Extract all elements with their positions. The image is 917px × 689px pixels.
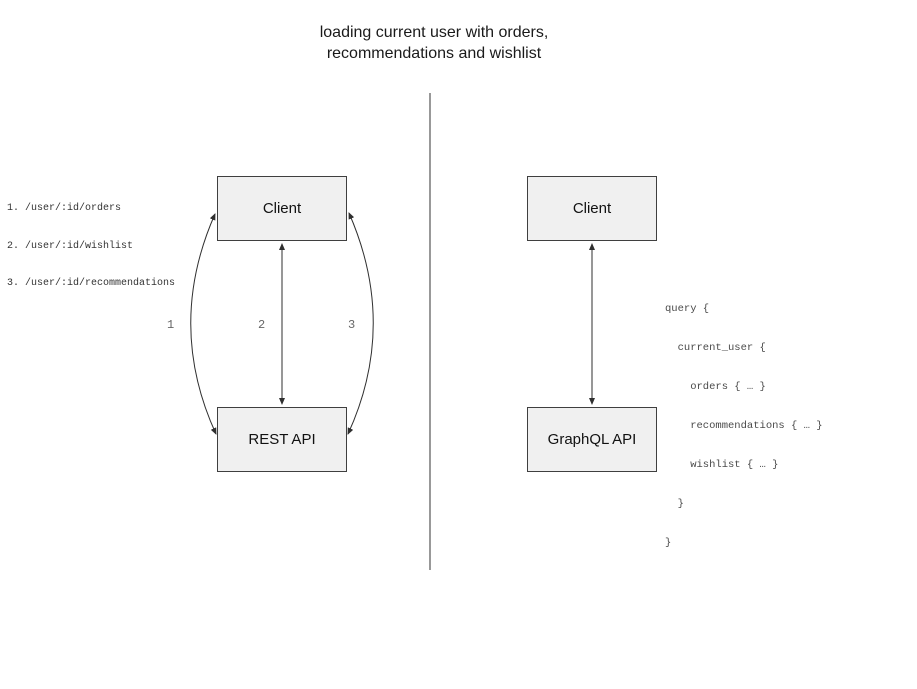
graphql-query-block: query { current_user { orders { … } reco… [665, 277, 823, 576]
rest-endpoint-recommendations: 3. /user/:id/recommendations [7, 278, 176, 289]
graphql-query-line: } [665, 498, 684, 510]
rest-endpoint-list: 1. /user/:id/orders 2. /user/:id/wishlis… [7, 178, 175, 316]
diagram-title-line1: loading current user with orders, [319, 24, 549, 41]
rest-api-box: REST API [217, 407, 347, 472]
graphql-query-line: wishlist { … } [665, 459, 779, 471]
rest-arrow-label-1: 1 [167, 318, 175, 332]
rest-api-label: REST API [248, 431, 316, 448]
graphql-query-line: orders { … } [665, 381, 766, 393]
diagram-title-line2: recommendations and wishlist [326, 45, 542, 62]
graphql-query-line: query { [665, 303, 710, 315]
graphql-client-label: Client [572, 200, 612, 217]
graphql-client-box: Client [527, 176, 657, 241]
rest-client-box: Client [217, 176, 347, 241]
diagram-title: loading current user with orders, recomm… [0, 22, 868, 64]
rest-arrow-1-curve [190, 213, 217, 435]
rest-client-label: Client [262, 200, 302, 217]
rest-arrow-label-3: 3 [348, 318, 356, 332]
rest-arrow-3-curve [347, 212, 374, 435]
graphql-query-line: } [665, 537, 672, 549]
rest-endpoint-wishlist: 2. /user/:id/wishlist [7, 240, 134, 252]
graphql-query-line: current_user { [665, 342, 766, 354]
rest-endpoint-orders: 1. /user/:id/orders [7, 203, 122, 214]
graphql-api-label: GraphQL API [547, 431, 637, 448]
graphql-query-line: recommendations { … } [665, 420, 823, 432]
graphql-api-box: GraphQL API [527, 407, 657, 472]
rest-arrow-label-2: 2 [258, 318, 266, 332]
